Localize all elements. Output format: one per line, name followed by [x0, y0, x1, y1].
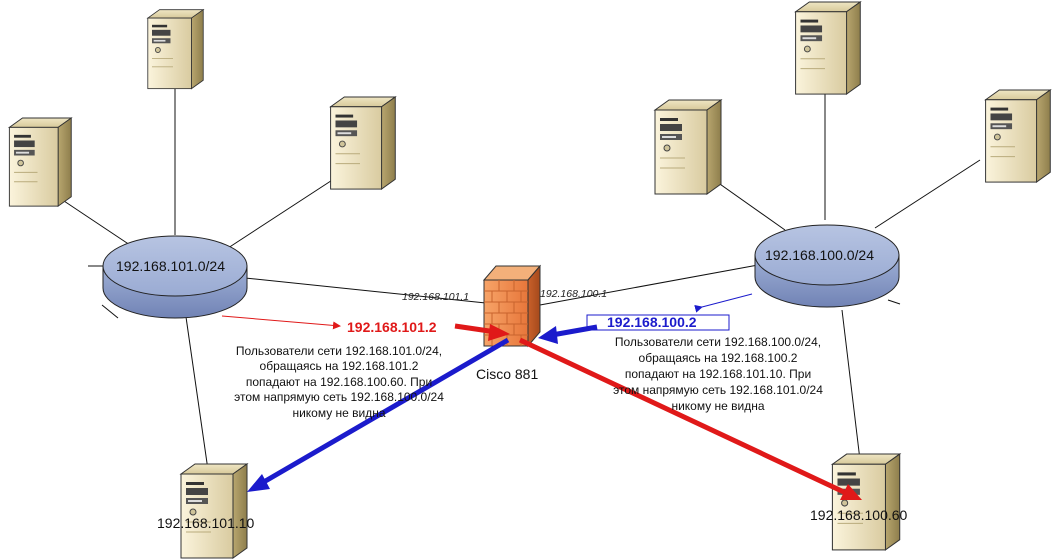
nat-right-thin-arrow [694, 293, 753, 313]
svg-text:никому не видна: никому не видна [292, 406, 385, 420]
server-right-top-icon [795, 1, 861, 95]
note-right: Пользователи сети 192.168.100.0/24, обра… [613, 335, 823, 413]
svg-text:попадают на 192.168.100.60. Пр: попадают на 192.168.100.60. При [246, 375, 432, 389]
blue-arrow-out [247, 337, 510, 492]
server-right-bottom-icon [831, 453, 901, 551]
link-left-right-server [224, 174, 341, 251]
router-left-if-ip: 192.168.101.1 [402, 291, 469, 303]
link-left-bottom-server [184, 309, 209, 471]
blue-arrow-in [538, 324, 598, 344]
router-name-label: Cisco 881 [476, 366, 538, 382]
nat-left-thin-arrow [221, 315, 341, 330]
network-disc-right-icon [754, 224, 900, 308]
host-left-target-label: 192.168.101.10 [157, 515, 255, 531]
red-arrow-out [518, 337, 862, 500]
svg-text:никому не видна: никому не видна [671, 399, 764, 413]
server-left-bottom-icon [180, 463, 248, 559]
link-left-to-router [244, 277, 506, 306]
link-router-to-right [539, 264, 759, 306]
server-right-right-icon [985, 89, 1051, 183]
network-left-label: 192.168.101.0/24 [116, 258, 225, 274]
router-right-if-ip: 192.168.100.1 [540, 288, 607, 300]
server-left-top-icon [147, 9, 204, 90]
svg-text:этом напрямую сеть 192.168.101: этом напрямую сеть 192.168.101.0/24 [613, 383, 823, 397]
nat-right-ip-box [586, 314, 730, 331]
link-right-right-server [874, 159, 981, 229]
red-arrow-in [454, 323, 510, 341]
nat-right-ip: 192.168.100.2 [607, 314, 697, 330]
network-disc-left-icon [102, 235, 248, 319]
svg-text:Пользователи сети 192.168.101.: Пользователи сети 192.168.101.0/24, [236, 344, 442, 358]
link-right-stub [887, 299, 901, 305]
server-left-farleft-icon [8, 117, 72, 207]
svg-text:обращаясь на 192.168.100.2: обращаясь на 192.168.100.2 [639, 351, 798, 365]
nat-left-ip: 192.168.101.2 [347, 319, 437, 335]
svg-text:этом напрямую сеть 192.168.100: этом напрямую сеть 192.168.100.0/24 [234, 390, 444, 404]
host-right-target-label: 192.168.100.60 [810, 507, 908, 523]
link-right-bottom-server [841, 309, 861, 461]
server-right-left-icon [654, 99, 722, 195]
server-left-right-icon [330, 96, 396, 190]
svg-text:Пользователи сети 192.168.100.: Пользователи сети 192.168.100.0/24, [615, 335, 821, 349]
note-left: Пользователи сети 192.168.101.0/24, обра… [234, 344, 444, 420]
network-right-label: 192.168.100.0/24 [765, 247, 874, 263]
links [39, 70, 981, 471]
svg-text:попадают на 192.168.101.10. Пр: попадают на 192.168.101.10. При [625, 367, 811, 381]
svg-text:обращаясь на 192.168.101.2: обращаясь на 192.168.101.2 [260, 359, 419, 373]
link-left-stub-2 [101, 304, 119, 319]
